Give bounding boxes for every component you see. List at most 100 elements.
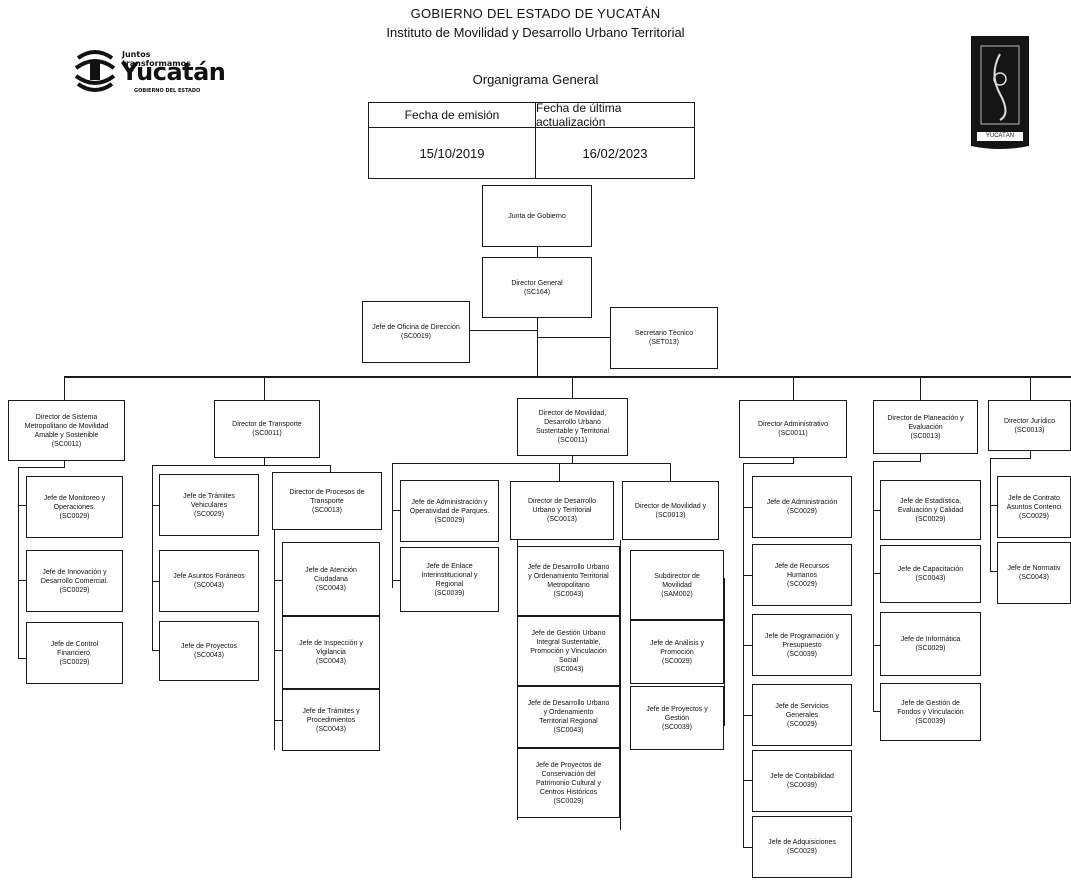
node-jefe-recursos-humanos: Jefe de Recursos Humanos (SC0029) [752, 544, 852, 606]
node-jefe-proyectos-conservacion: Jefe de Proyectos de Conservación del Pa… [517, 748, 620, 818]
node-jefe-desarrollo-urbano-regional: Jefe de Desarrollo Urbano y Ordenamiento… [517, 686, 620, 748]
node-jefe-atencion-ciudadana: Jefe de Atención Ciudadana (SC0043) [282, 542, 380, 616]
connector-line [920, 376, 921, 400]
connector-line [152, 465, 330, 466]
node-jefe-tramites-procedimientos: Jefe de Trámites y Procedimientos (SC004… [282, 689, 380, 751]
node-director-movilidad: Director de Movilidad y (SC0013) [622, 481, 719, 540]
node-director-sistema: Director de Sistema Metropolitano de Mov… [8, 400, 125, 461]
connector-line [152, 505, 159, 506]
connector-line [264, 376, 265, 400]
connector-line [793, 458, 794, 464]
connector-line [152, 650, 159, 651]
node-director-administrativo: Director Administrativo (SC0011) [739, 400, 847, 458]
connector-line [392, 463, 393, 588]
connector-line [274, 530, 275, 750]
node-jefe-contratos: Jefe de Contrato Asuntos Contenci (SC002… [997, 476, 1071, 538]
connector-line [18, 580, 26, 581]
connector-line [724, 578, 725, 726]
coat-of-arms-icon [971, 36, 1029, 149]
node-jefe-analisis-promocion: Jefe de Análisis y Promoción (SC0029) [630, 620, 724, 684]
connector-line [18, 658, 26, 659]
connector-line [18, 467, 65, 468]
logo-sub: GOBIERNO DEL ESTADO [134, 88, 201, 94]
node-jefe-monitoreo: Jefe de Monitoreo y Operaciones. (SC0029… [26, 476, 123, 538]
connector-line [873, 711, 880, 712]
node-director-procesos-transporte: Director de Procesos de Transporte (SC00… [272, 472, 382, 530]
node-jefe-asuntos-foraneos: Jefe Asuntos Foráneos (SC0043) [159, 550, 259, 612]
node-jefe-informatica: Jefe de Informática (SC0029) [880, 612, 981, 676]
connector-line [743, 463, 744, 848]
connector-line [873, 573, 880, 574]
connector-line [274, 580, 282, 581]
connector-line [392, 580, 400, 581]
node-director-movilidad-desarrollo: Director de Movilidad, Desarrollo Urbano… [517, 398, 628, 456]
node-director-desarrollo-urbano: Director de Desarrollo Urbano y Territor… [510, 481, 614, 540]
connector-line [1030, 376, 1031, 400]
connector-line [18, 505, 26, 506]
connector-line [873, 461, 874, 712]
connector-line [990, 571, 997, 572]
node-jefe-inspeccion: Jefe de Inspección y Vigilancia (SC0043) [282, 616, 380, 689]
node-director-planeacion: Director de Planeación y Evaluación (SC0… [873, 400, 978, 454]
connector-line [64, 376, 1071, 378]
node-jefe-innovacion: Jefe de Innovación y Desarrollo Comercia… [26, 550, 123, 612]
logo-name: Yucatán [121, 58, 226, 86]
node-jefe-desarrollo-urbano-metropolitano: Jefe de Desarrollo Urbano y Ordenamiento… [517, 546, 620, 616]
node-secretario-tecnico: Secretario Técnico (SET013) [610, 307, 718, 369]
connector-line [537, 337, 610, 338]
connector-line [743, 780, 752, 781]
connector-line [64, 376, 65, 400]
update-value: 16/02/2023 [535, 127, 695, 179]
institute-title: Instituto de Movilidad y Desarrollo Urba… [386, 25, 685, 40]
node-director-general: Director General (SC164) [482, 257, 592, 318]
emission-label: Fecha de emisión [368, 102, 536, 128]
connector-line [873, 510, 880, 511]
connector-line [1030, 451, 1031, 459]
connector-line [572, 456, 573, 464]
connector-line [743, 645, 752, 646]
node-jefe-tramites-vehiculares: Jefe de Trámites Vehiculares (SC0029) [159, 474, 259, 536]
node-jefe-proyectos-transporte: Jefe de Proyectos (SC0043) [159, 621, 259, 681]
connector-line [873, 645, 880, 646]
node-jefe-capacitacion: Jefe de Capacitación (SC0043) [880, 545, 981, 603]
connector-line [743, 507, 752, 508]
connector-line [743, 847, 752, 848]
government-title: GOBIERNO DEL ESTADO DE YUCATÁN [410, 6, 661, 21]
connector-line [743, 463, 794, 464]
connector-line [64, 461, 65, 468]
connector-line [990, 505, 997, 506]
yucatan-emblem-icon [74, 50, 116, 92]
connector-line [990, 458, 991, 572]
connector-line [620, 540, 621, 830]
connector-line [572, 376, 573, 398]
connector-line [793, 376, 794, 400]
connector-line [152, 581, 159, 582]
coat-caption: YUCATÁN [985, 133, 1015, 139]
emission-value: 15/10/2019 [368, 127, 536, 179]
connector-line [743, 575, 752, 576]
update-label: Fecha de última actualización [535, 101, 695, 129]
chart-title: Organigrama General [472, 72, 599, 87]
node-jefe-gestion-fondos: Jefe de Gestión de Fondos y Vinculación … [880, 683, 981, 741]
node-jefe-administracion: Jefe de Administración (SC0029) [752, 476, 852, 538]
connector-line [152, 465, 153, 650]
connector-line [537, 247, 538, 257]
node-jefe-adquisiciones: Jefe de Adquisiciones (SC0029) [752, 816, 852, 878]
connector-line [559, 463, 560, 481]
connector-line [470, 330, 537, 331]
node-director-transporte: Director de Transporte (SC0011) [214, 400, 320, 458]
connector-line [743, 715, 752, 716]
node-junta-gobierno: Junta de Gobierno [482, 185, 592, 247]
connector-line [264, 458, 265, 466]
connector-line [274, 650, 282, 651]
node-jefe-contabilidad: Jefe de Contabilidad (SC0039) [752, 750, 852, 812]
connector-line [330, 465, 331, 472]
connector-line [274, 720, 282, 721]
connector-line [537, 318, 538, 376]
node-jefe-estadistica: Jefe de Estadística, Evaluación y Calida… [880, 480, 981, 540]
node-director-juridico: Director Jurídico (SC0013) [988, 400, 1071, 451]
node-subdirector-movilidad: Subdirector de Movilidad (SAM002) [630, 550, 724, 620]
yucatan-logo: Juntos transformamos Yucatán GOBIERNO DE… [72, 48, 226, 96]
node-jefe-servicios-generales: Jefe de Servicios Generales (SC0029) [752, 684, 852, 746]
node-jefe-proyectos-gestion: Jefe de Proyectos y Gestión (SC0039) [630, 686, 724, 750]
